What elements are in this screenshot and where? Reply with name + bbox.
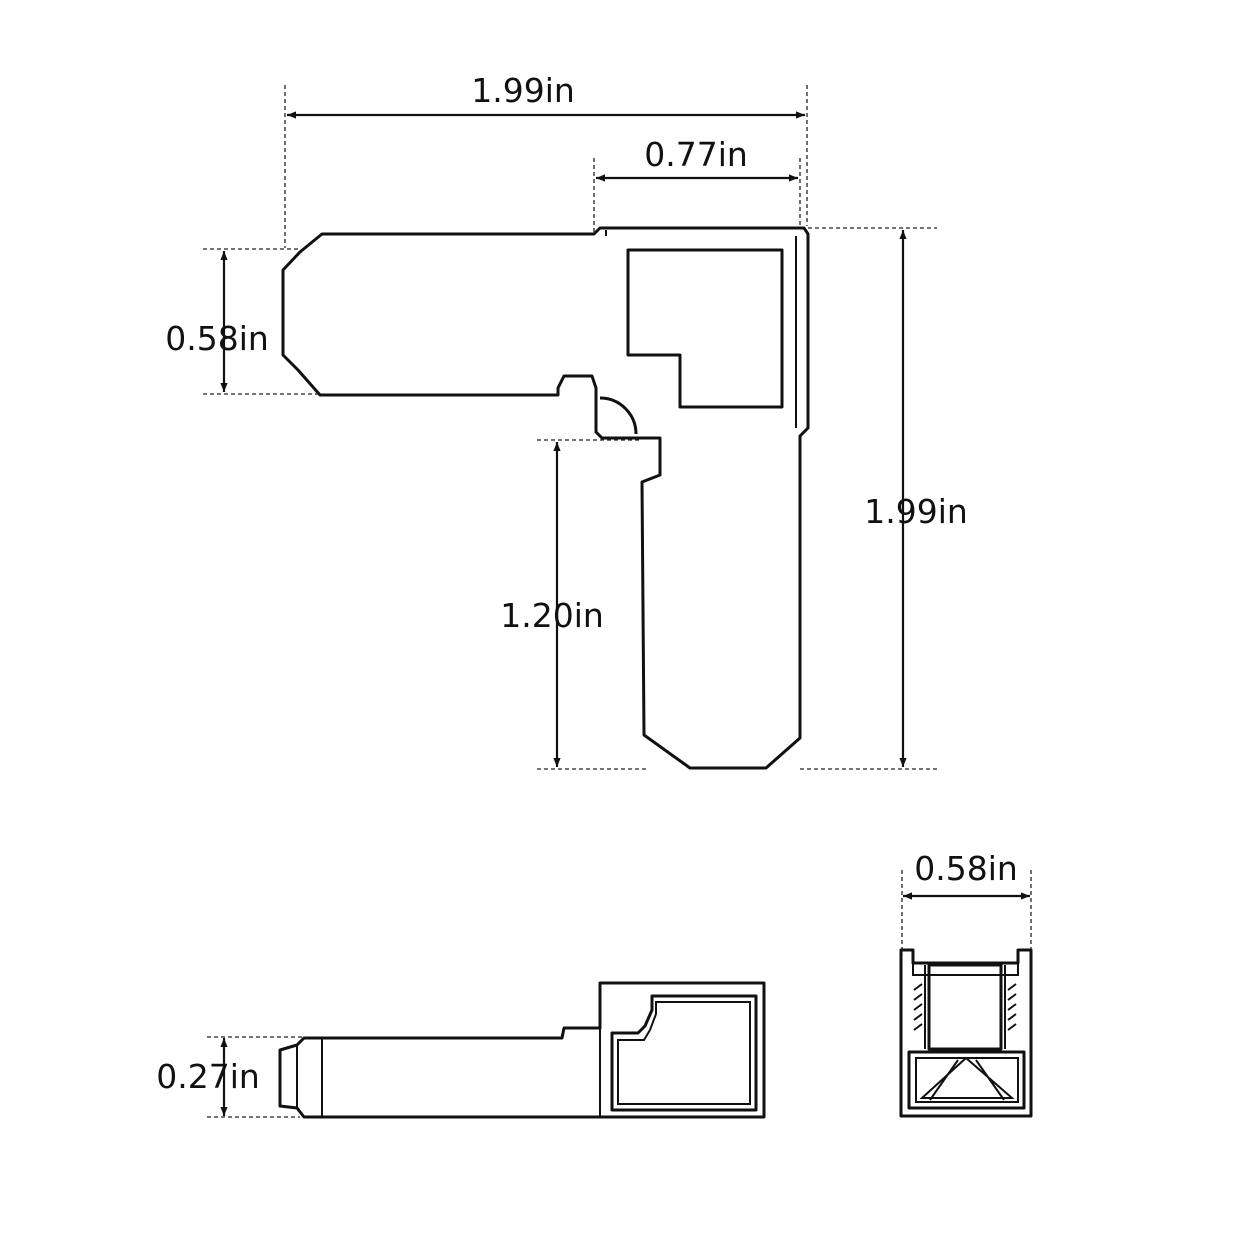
side-view-pocket [610,994,758,1112]
label-stem-height: 1.20in [500,596,604,635]
label-side-thickness: 0.27in [156,1057,260,1096]
label-total-height: 1.99in [864,492,968,531]
top-view-pocket [626,248,784,409]
label-top-width: 1.99in [471,71,575,110]
extension-lines [203,85,937,770]
end-view-base [907,1050,1026,1110]
side-view [207,981,766,1119]
end-view-clip-left [913,983,923,1031]
end-view-core [927,963,1003,1051]
label-end-width: 0.58in [914,849,1018,888]
end-view-clip-right [1007,983,1017,1031]
end-view-outline [899,948,1033,1118]
top-view-arc [599,396,638,435]
top-view-outline [281,226,810,770]
end-view [899,870,1033,1118]
top-view-rim [605,230,797,428]
end-view-truss [915,1056,1019,1103]
label-arm-height: 0.58in [165,319,269,358]
dimension-labels: 1.99in 0.77in 0.58in 1.99in 1.20in 0.27i… [156,71,1018,1096]
dimension-lines [220,111,1030,1116]
side-view-outline [278,981,766,1119]
label-head-width: 0.77in [644,135,748,174]
top-view [281,226,810,770]
